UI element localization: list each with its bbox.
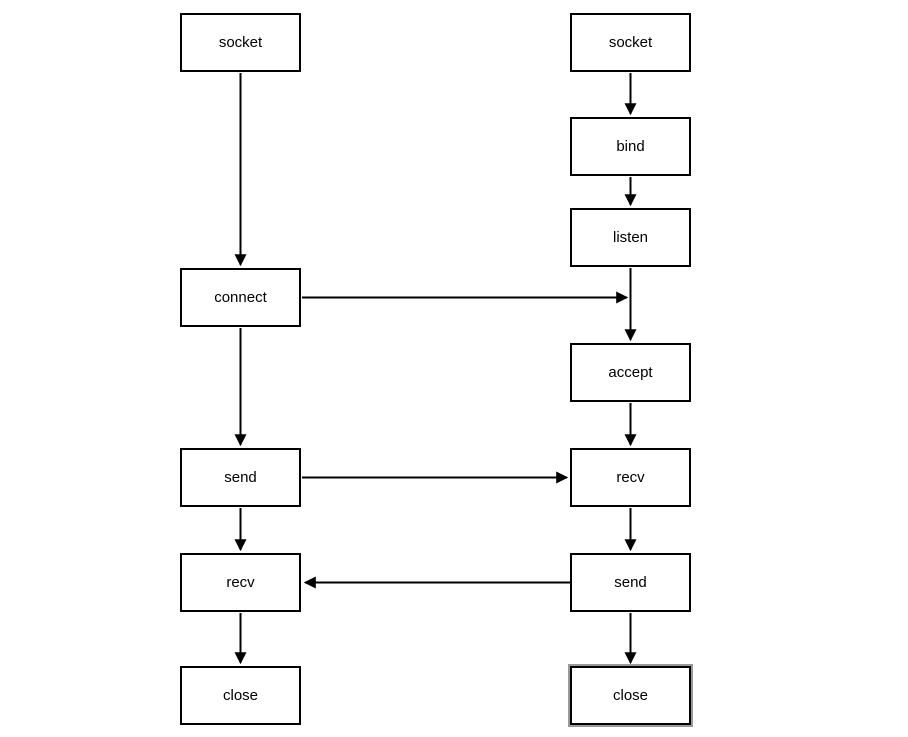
node-right-socket[interactable]: socket bbox=[570, 13, 691, 72]
node-left-socket[interactable]: socket bbox=[180, 13, 301, 72]
node-right-bind[interactable]: bind bbox=[570, 117, 691, 176]
node-left-connect[interactable]: connect bbox=[180, 268, 301, 327]
node-left-send[interactable]: send bbox=[180, 448, 301, 507]
node-right-listen[interactable]: listen bbox=[570, 208, 691, 267]
node-right-close[interactable]: close bbox=[568, 664, 693, 727]
node-right-accept[interactable]: accept bbox=[570, 343, 691, 402]
node-left-recv[interactable]: recv bbox=[180, 553, 301, 612]
node-right-recv[interactable]: recv bbox=[570, 448, 691, 507]
node-right-send[interactable]: send bbox=[570, 553, 691, 612]
node-left-close[interactable]: close bbox=[180, 666, 301, 725]
